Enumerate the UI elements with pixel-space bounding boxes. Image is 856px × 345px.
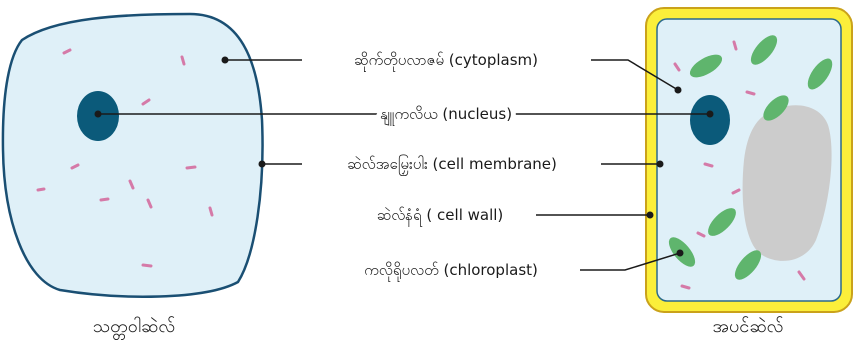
chloroplast — [734, 250, 762, 280]
label-cell-membrane: ဆဲလ်အမြှေးပါး (cell membrane) — [347, 154, 557, 176]
chloroplast — [763, 95, 789, 121]
chloroplast — [708, 208, 736, 236]
label-nucleus: နျူကလိယ (nucleus) — [380, 105, 512, 126]
animal-cell-membrane — [1, 12, 264, 298]
plant-nucleus — [690, 95, 730, 145]
caption-plant-cell: အပင်ဆဲလ် — [712, 316, 783, 337]
chloroplast — [750, 35, 778, 65]
animal-cell — [1, 12, 264, 298]
label-cell-wall: ဆဲလ်နံရံ ( cell wall) — [377, 206, 504, 227]
chloroplast-leader — [580, 252, 681, 271]
chloroplast — [689, 54, 723, 78]
cytoplasm-leader-right — [591, 59, 679, 91]
plant-organelle-dots — [673, 40, 806, 290]
leader-endpoints — [94, 56, 714, 257]
label-chloroplast: ကလိုရိုပလတ် (chloroplast) — [364, 261, 538, 282]
chloroplast — [807, 58, 833, 90]
plant-cell — [645, 7, 853, 313]
label-cytoplasm: ဆိုက်တိုပလာဇမ် (cytoplasm) — [354, 51, 538, 72]
plant-vacuole — [742, 105, 832, 261]
labels: ဆိုက်တိုပလာဇမ် (cytoplasm) နျူကလိယ (nucl… — [347, 51, 557, 282]
animal-organelle-dots — [36, 48, 214, 268]
caption-animal-cell: သတ္တဝါဆဲလ် — [93, 316, 175, 340]
chloroplasts — [668, 35, 833, 280]
leader-lines — [98, 59, 710, 271]
